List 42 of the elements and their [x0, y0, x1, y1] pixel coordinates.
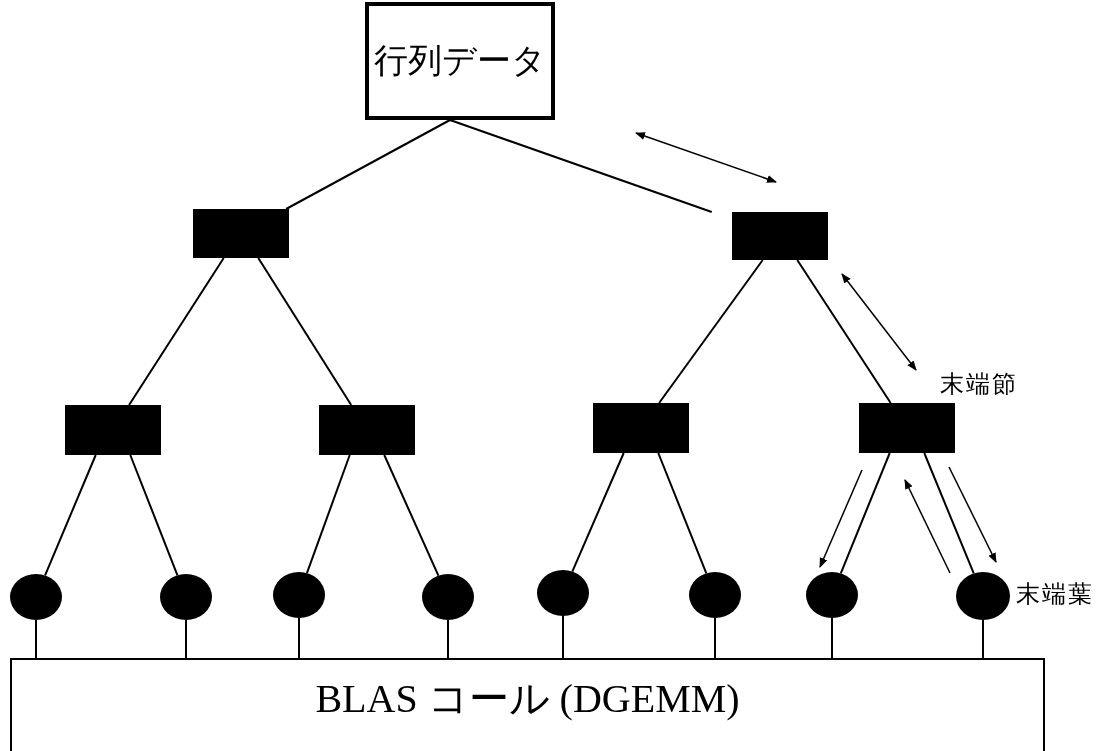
node-box — [65, 405, 161, 455]
node-box — [319, 405, 415, 455]
connector-line — [571, 452, 625, 573]
connector-line — [839, 452, 891, 575]
connector-line — [449, 119, 713, 213]
data-box — [365, 2, 555, 120]
connector-line — [185, 619, 187, 659]
connector-line — [658, 259, 764, 404]
leaf-ellipse — [422, 574, 474, 620]
connector-line — [305, 454, 351, 575]
connector-line — [562, 615, 564, 659]
connector-line — [447, 619, 449, 659]
leaf-ellipse — [160, 574, 212, 620]
node-box — [593, 403, 689, 453]
connector-line — [657, 452, 708, 575]
leaf-ellipse — [273, 572, 325, 618]
connector-line — [982, 619, 984, 659]
connector-line — [35, 619, 37, 659]
connector-line — [129, 454, 179, 577]
box-label: BLAS コール (DGEMM) — [315, 674, 740, 723]
leaf-ellipse — [537, 570, 589, 616]
connector-line — [383, 454, 440, 577]
node-caption: 末端葉 — [1016, 579, 1094, 610]
leaf-ellipse — [806, 572, 858, 618]
node-caption: 末端節 — [940, 369, 1018, 400]
leaf-ellipse — [689, 572, 741, 618]
node-box — [732, 212, 828, 260]
connector-line — [285, 119, 451, 210]
connector-line — [257, 257, 353, 406]
call-box — [10, 658, 1045, 751]
connector-line — [298, 617, 300, 659]
leaf-ellipse — [10, 574, 62, 620]
connector-line — [44, 454, 97, 577]
node-box — [859, 403, 955, 453]
connector-line — [923, 452, 975, 575]
box-label: 行列データ — [374, 39, 546, 82]
connector-line — [831, 617, 833, 659]
connector-line — [796, 259, 892, 404]
connector-line — [714, 617, 716, 659]
node-box — [193, 209, 289, 258]
connector-line — [128, 257, 225, 406]
leaf-ellipse — [956, 572, 1010, 620]
